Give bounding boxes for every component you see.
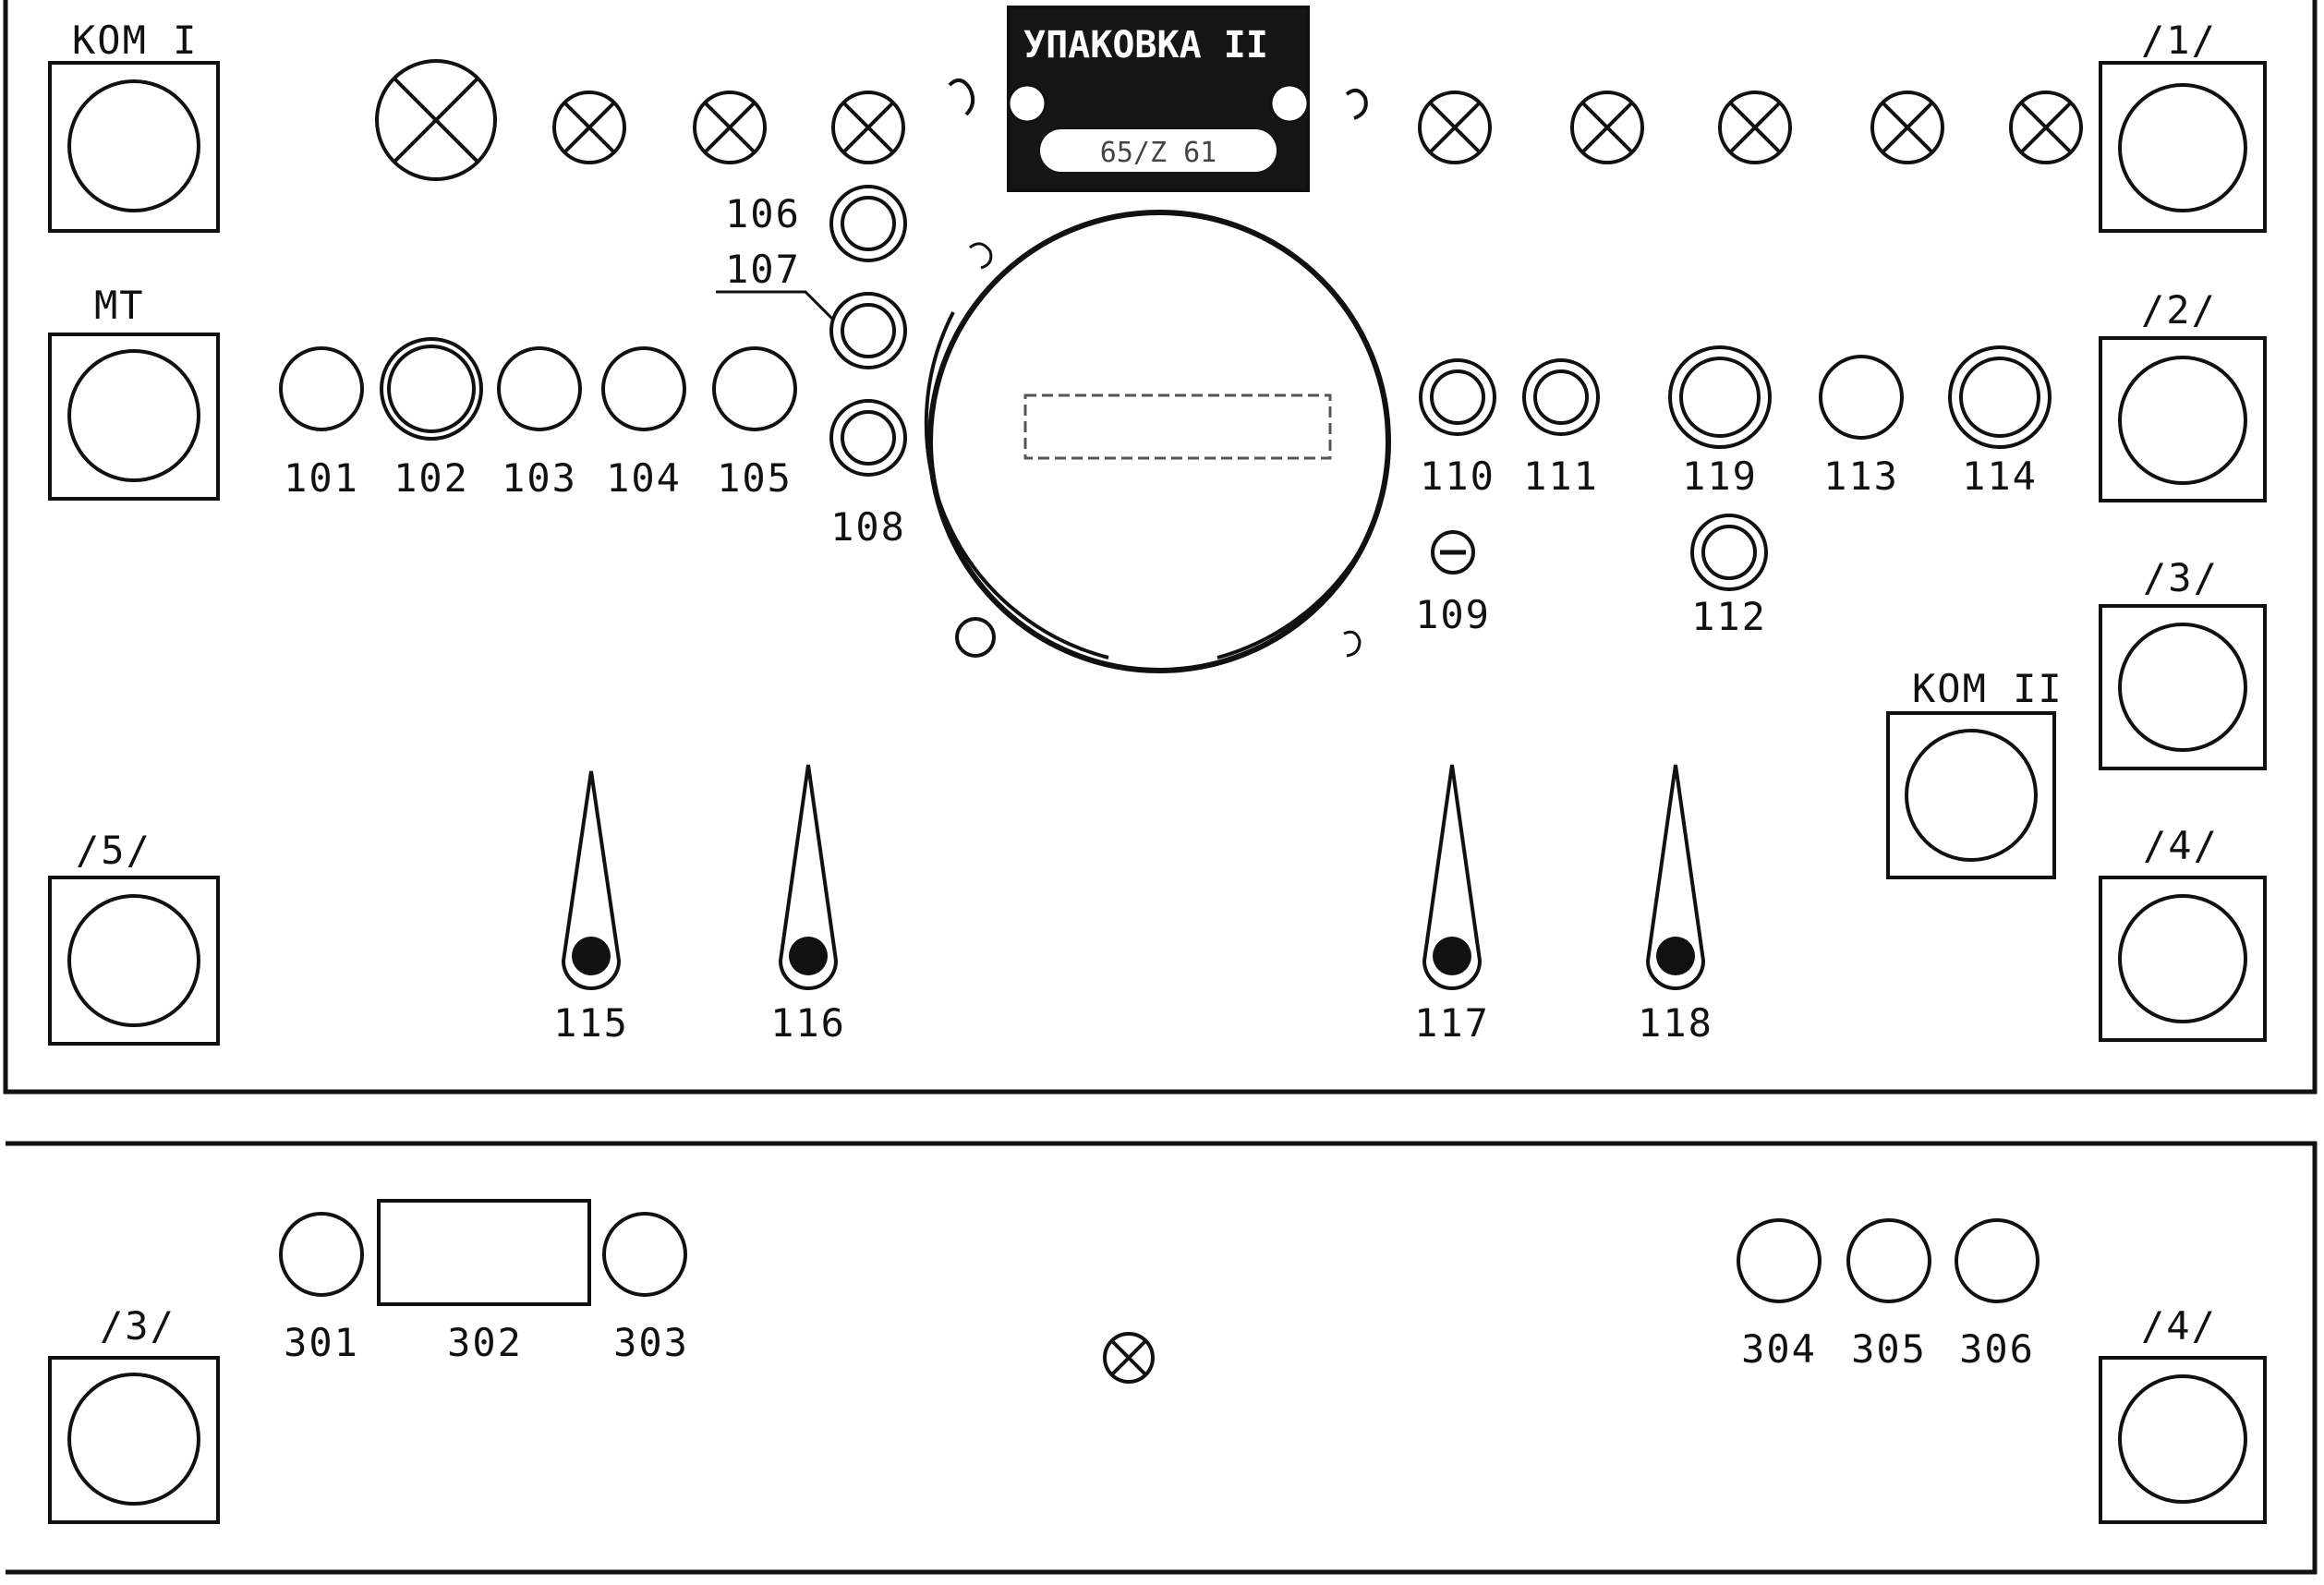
button-103[interactable]: 103 xyxy=(497,346,582,501)
lever-118-label: 118 xyxy=(1638,1000,1713,1046)
button-305-label: 305 xyxy=(1851,1326,1927,1372)
cross-circle-lamp-icon xyxy=(831,91,905,164)
bottom-panel: /3/ /4/ 301 302 303 304 xyxy=(6,1141,2318,1575)
lever-115[interactable]: 115 xyxy=(553,770,629,1046)
button-104-label: 104 xyxy=(606,455,682,501)
marking-squiggle xyxy=(1345,88,1368,120)
button-107[interactable]: 107 xyxy=(716,247,907,369)
bottom-block-3[interactable]: /3/ xyxy=(48,1303,220,1524)
block-1[interactable]: /1/ xyxy=(2099,18,2267,233)
nameplate-title: УПАКОВКА II xyxy=(1023,24,1268,67)
button-306[interactable]: 306 xyxy=(1955,1218,2040,1372)
leader-line-107 xyxy=(716,290,835,321)
block-kom-2-label: КОМ II xyxy=(1912,666,2064,711)
central-dial[interactable] xyxy=(924,210,1391,673)
button-304[interactable]: 304 xyxy=(1737,1218,1822,1372)
button-114-label: 114 xyxy=(1962,454,2038,499)
button-112-label: 112 xyxy=(1691,594,1767,639)
button-107-label: 107 xyxy=(725,247,801,292)
cross-circle-lamp-icon xyxy=(1718,91,1792,164)
cross-circle-lamp-icon xyxy=(1570,91,1644,164)
lever-118[interactable]: 118 xyxy=(1638,764,1713,1046)
button-110-label: 110 xyxy=(1420,454,1495,499)
cross-circle-lamp-icon xyxy=(1418,91,1492,164)
cross-circle-lamp-icon xyxy=(1870,91,1944,164)
display-302-label: 302 xyxy=(447,1320,523,1365)
block-kom-1[interactable]: КОМ I xyxy=(48,18,220,233)
button-103-label: 103 xyxy=(502,455,577,501)
block-mt[interactable]: МТ xyxy=(48,283,220,501)
button-112[interactable]: 112 xyxy=(1690,514,1768,639)
cross-circle-lamp-icon xyxy=(2009,91,2083,164)
lever-116[interactable]: 116 xyxy=(770,764,846,1046)
button-111-label: 111 xyxy=(1523,454,1599,499)
button-105[interactable]: 105 xyxy=(712,346,797,501)
block-2-label: /2/ xyxy=(2141,287,2217,333)
lever-116-label: 116 xyxy=(770,1000,846,1046)
nameplate: УПАКОВКА II 65/Z 61 xyxy=(1007,6,1310,192)
button-109[interactable]: 109 xyxy=(1415,530,1491,637)
dial-display-window xyxy=(1023,393,1332,460)
block-mt-label: МТ xyxy=(94,283,145,328)
button-119-label: 119 xyxy=(1682,454,1758,499)
button-102-label: 102 xyxy=(393,455,469,501)
cross-circle-lamp-icon xyxy=(693,91,767,164)
button-108-label: 108 xyxy=(830,504,906,550)
button-105-label: 105 xyxy=(717,455,793,501)
bottom-block-3-label: /3/ xyxy=(100,1303,176,1349)
block-1-label: /1/ xyxy=(2141,18,2217,63)
lever-115-label: 115 xyxy=(553,1000,629,1046)
block-kom-2[interactable]: КОМ II xyxy=(1886,666,2064,879)
block-5-label: /5/ xyxy=(76,828,151,873)
top-panel: КОМ I МТ /5/ /1/ /2/ /3/ xyxy=(3,0,2318,1095)
button-113-label: 113 xyxy=(1823,454,1899,499)
cross-circle-lamp-icon xyxy=(1103,1332,1155,1384)
cross-circle-lamp-icon xyxy=(375,59,497,181)
button-101-label: 101 xyxy=(284,455,359,501)
lever-117[interactable]: 117 xyxy=(1414,764,1490,1046)
block-2[interactable]: /2/ xyxy=(2099,287,2267,502)
button-108[interactable]: 108 xyxy=(829,399,907,550)
button-303-label: 303 xyxy=(613,1320,689,1365)
button-109-label: 109 xyxy=(1415,592,1491,637)
button-306-label: 306 xyxy=(1959,1326,2035,1372)
display-302: 302 xyxy=(377,1199,591,1365)
block-5[interactable]: /5/ xyxy=(48,828,220,1046)
button-301-label: 301 xyxy=(284,1320,359,1365)
button-102[interactable]: 102 xyxy=(380,337,483,501)
lamp-row xyxy=(375,59,2083,181)
marking-squiggle xyxy=(948,78,975,116)
block-3-label: /3/ xyxy=(2143,555,2219,600)
block-4[interactable]: /4/ xyxy=(2099,823,2267,1042)
button-101[interactable]: 101 xyxy=(279,346,364,501)
cross-circle-lamp-icon xyxy=(552,91,626,164)
button-305[interactable]: 305 xyxy=(1846,1218,1931,1372)
button-104[interactable]: 104 xyxy=(601,346,686,501)
button-106[interactable]: 106 xyxy=(725,185,907,262)
button-113[interactable]: 113 xyxy=(1819,355,1904,499)
button-119[interactable]: 119 xyxy=(1668,345,1772,499)
bottom-panel-frame xyxy=(6,1141,2318,1575)
bottom-block-4-label: /4/ xyxy=(2141,1303,2217,1349)
button-303[interactable]: 303 xyxy=(602,1212,689,1365)
button-110[interactable]: 110 xyxy=(1419,358,1496,499)
bottom-block-4[interactable]: /4/ xyxy=(2099,1303,2267,1524)
button-304-label: 304 xyxy=(1741,1326,1817,1372)
button-111[interactable]: 111 xyxy=(1522,358,1600,499)
button-301[interactable]: 301 xyxy=(279,1212,364,1365)
button-114[interactable]: 114 xyxy=(1948,345,2052,499)
button-106-label: 106 xyxy=(725,191,801,236)
block-kom-1-label: КОМ I xyxy=(72,18,198,63)
lever-117-label: 117 xyxy=(1414,1000,1490,1046)
block-4-label: /4/ xyxy=(2143,823,2219,868)
block-3[interactable]: /3/ xyxy=(2099,555,2267,770)
nameplate-code: 65/Z 61 xyxy=(1100,137,1216,169)
top-panel-frame xyxy=(3,0,2318,1095)
